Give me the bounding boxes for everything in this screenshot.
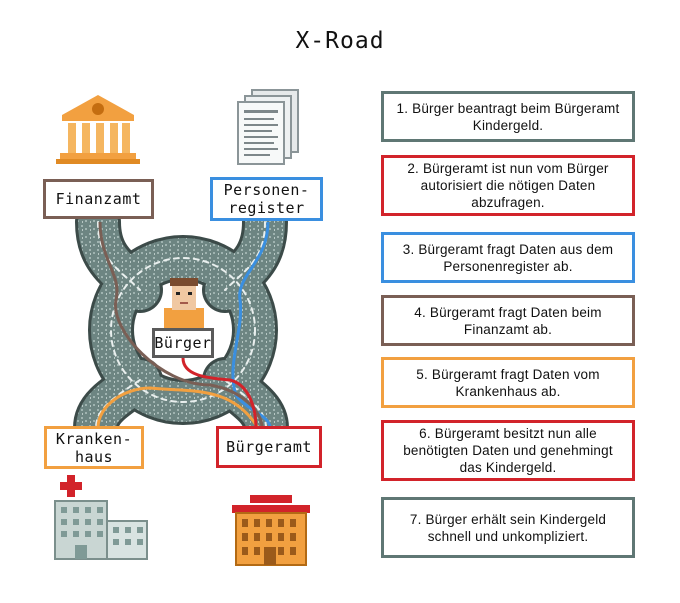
- route-personenregister: [231, 221, 272, 429]
- route-finanzamt: [98, 221, 264, 429]
- route-buerger: [181, 357, 258, 429]
- step-5: 5. Bürgeramt fragt Daten vom Krankenhaus…: [381, 357, 635, 408]
- node-personenregister: Personen- register: [210, 177, 323, 221]
- citizen-avatar-icon: [164, 278, 204, 328]
- node-krankenhaus: Kranken- haus: [44, 426, 144, 469]
- step-2: 2. Bürgeramt ist nun vom Bürger autorisi…: [381, 155, 635, 216]
- node-buerger: Bürger: [152, 328, 214, 358]
- route-krankenhaus: [96, 386, 260, 429]
- hospital-icon: [54, 475, 148, 560]
- node-buergeramt: Bürgeramt: [216, 426, 322, 468]
- documents-icon: [237, 89, 299, 165]
- office-building-icon: [232, 495, 310, 566]
- step-6: 6. Bürgeramt besitzt nun alle benötigten…: [381, 420, 635, 481]
- step-3: 3. Bürgeramt fragt Daten aus dem Persone…: [381, 232, 635, 283]
- data-routes: [96, 221, 272, 429]
- step-7: 7. Bürger erhält sein Kindergeld schnell…: [381, 497, 635, 558]
- node-finanzamt: Finanzamt: [43, 179, 154, 219]
- step-1: 1. Bürger beantragt beim Bürgeramt Kinde…: [381, 91, 635, 142]
- diagram-title: X-Road: [295, 28, 385, 54]
- bank-building-icon: [56, 95, 140, 164]
- step-4: 4. Bürgeramt fragt Daten beim Finanzamt …: [381, 295, 635, 346]
